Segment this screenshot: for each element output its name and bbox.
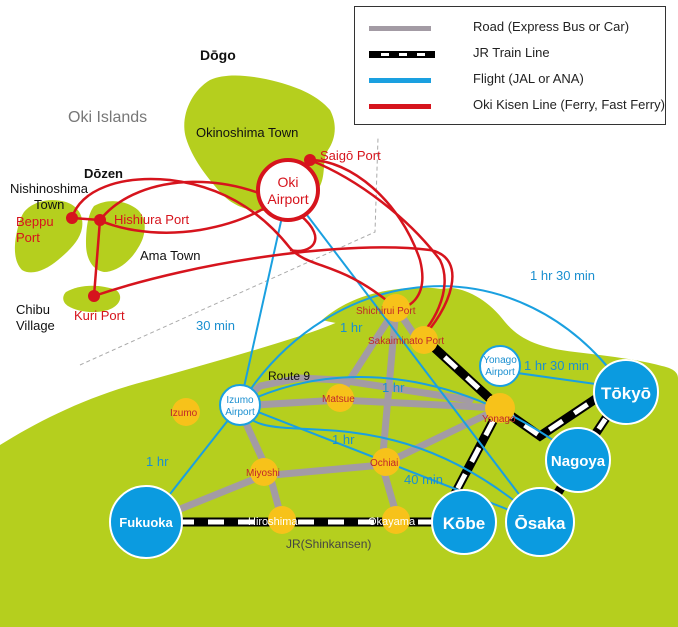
hishiura-port-dot: [94, 214, 106, 226]
saigo-label: Saigō Port: [320, 148, 381, 163]
chibu-label-1: Chibu: [16, 302, 50, 317]
time-1hr-a: 1 hr: [340, 320, 363, 335]
time-1hr-d: 1 hr: [146, 454, 169, 469]
map-legend: Road (Express Bus or Car) JR Train Line …: [354, 6, 666, 125]
tokyo-hub[interactable]: [593, 359, 659, 425]
dogo-label: Dōgo: [200, 47, 236, 63]
time-30min: 30 min: [196, 318, 235, 333]
beppu-label-1: Beppu: [16, 214, 54, 229]
inset-boundary: [79, 137, 379, 366]
fukuoka-label: Fukuoka: [119, 515, 173, 530]
yonago-label: Yonago: [482, 414, 516, 425]
izumo-airport-label-2: Airport: [225, 407, 255, 418]
yonago-airport-marker[interactable]: [479, 345, 521, 387]
time-40min: 40 min: [404, 472, 443, 487]
kobe-label: Kōbe: [443, 514, 486, 533]
okinoshima-label: Okinoshima Town: [196, 125, 298, 140]
okayama-station[interactable]: [382, 506, 410, 534]
yonago-airport-label-2: Airport: [485, 367, 515, 378]
oki-airport-label-1: Oki: [278, 174, 299, 190]
time-1hr30-a: 1 hr 30 min: [530, 268, 595, 283]
matsue-label: Matsue: [322, 394, 355, 405]
ochiai-station[interactable]: [372, 448, 400, 476]
matsue-station[interactable]: [326, 384, 354, 412]
legend-ferry-label: Oki Kisen Line (Ferry, Fast Ferry): [473, 97, 665, 112]
fukuoka-hub[interactable]: [109, 485, 183, 559]
nishinoshima-label-2: Town: [34, 197, 64, 212]
osaka-label: Ōsaka: [514, 514, 566, 533]
ochiai-label: Ochiai: [370, 458, 398, 469]
legend-ferry: Oki Kisen Line (Ferry, Fast Ferry): [369, 95, 665, 115]
oki-airport-label-2: Airport: [267, 191, 308, 207]
hiroshima-label: Hiroshima: [248, 516, 298, 528]
chibu-label-2: Village: [16, 318, 55, 333]
legend-flight-swatch: [369, 78, 431, 83]
sakaiminato-station[interactable]: [410, 326, 438, 354]
legend-road-label: Road (Express Bus or Car): [473, 19, 630, 34]
osaka-hub[interactable]: [505, 487, 575, 557]
izumo-airport-label-1: Izumo: [226, 395, 254, 406]
ama-label: Ama Town: [140, 248, 200, 263]
izumo-airport-marker[interactable]: [219, 384, 261, 426]
time-1hr30-b: 1 hr 30 min: [524, 358, 589, 373]
izumo-station[interactable]: [172, 398, 200, 426]
legend-train-label: JR Train Line: [473, 45, 550, 60]
beppu-port-dot: [66, 212, 78, 224]
tokyo-label: Tōkyō: [601, 384, 651, 403]
oki-islands-label: Oki Islands: [68, 109, 147, 126]
izumo-label: Izumo: [170, 408, 198, 419]
kobe-hub[interactable]: [431, 489, 497, 555]
shichirui-station[interactable]: [382, 294, 410, 322]
yonago-station[interactable]: [485, 393, 515, 423]
yonago-airport-label-1: Yonago: [483, 355, 517, 366]
miyoshi-label: Miyoshi: [246, 468, 280, 479]
kuri-port-dot: [88, 290, 100, 302]
shichirui-label: Shichirui Port: [356, 306, 416, 317]
oki-airport-marker[interactable]: [256, 158, 320, 222]
time-1hr-c: 1 hr: [332, 432, 355, 447]
legend-road-swatch: [369, 26, 431, 31]
jr-shinkansen-label: JR(Shinkansen): [286, 537, 371, 551]
dozen-label: Dōzen: [84, 166, 123, 181]
legend-ferry-swatch: [369, 104, 431, 109]
nishinoshima-label-1: Nishinoshima: [10, 181, 89, 196]
nagoya-hub[interactable]: [545, 427, 611, 493]
island-nishinoshima: [14, 200, 83, 273]
okayama-label: Okayama: [368, 516, 416, 528]
legend-train: JR Train Line: [369, 43, 663, 63]
hishiura-label: Hishiura Port: [114, 212, 190, 227]
route9-label: Route 9: [268, 369, 310, 383]
nagoya-label: Nagoya: [551, 453, 606, 470]
legend-flight: Flight (JAL or ANA): [369, 69, 663, 89]
legend-train-swatch: [369, 51, 435, 58]
kuri-label: Kuri Port: [74, 308, 125, 323]
sakaiminato-label: Sakaiminato Port: [368, 336, 444, 347]
legend-road: Road (Express Bus or Car): [369, 17, 663, 37]
miyoshi-station[interactable]: [250, 458, 278, 486]
beppu-label-2: Port: [16, 230, 40, 245]
legend-flight-label: Flight (JAL or ANA): [473, 71, 584, 86]
time-1hr-b: 1 hr: [382, 380, 405, 395]
saigo-port-dot: [304, 154, 316, 166]
hiroshima-station[interactable]: [268, 506, 296, 534]
